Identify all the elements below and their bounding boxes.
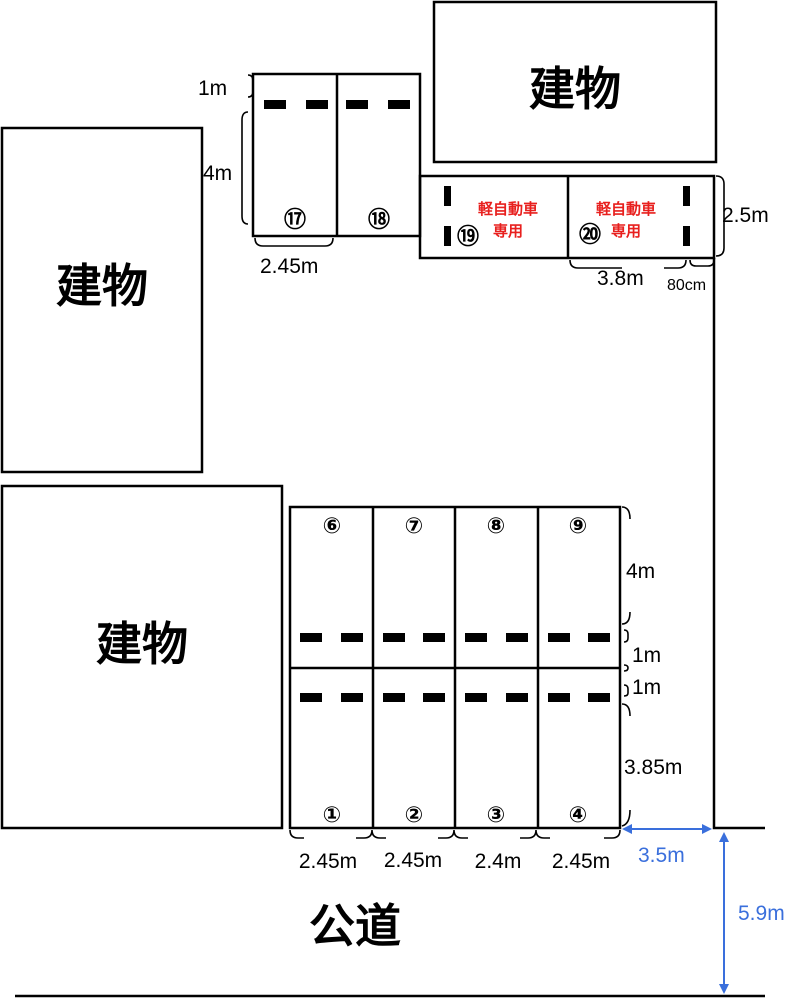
wheel-stop-mark xyxy=(506,633,528,642)
dim-aisle-width: 3.5m xyxy=(638,844,685,867)
wheel-stop-mark xyxy=(465,693,487,702)
space-4: ④ xyxy=(569,803,588,828)
wheel-stop-mark xyxy=(548,693,570,702)
dim-middle-depth: 4m xyxy=(626,560,655,583)
dim-kei-margin: 80cm xyxy=(667,277,706,294)
space-19: ⑲ xyxy=(457,224,479,250)
wheel-stop-mark xyxy=(341,693,363,702)
spaces-kei: 軽自動車 専用 ⑲ 軽自動車 専用 ⑳ xyxy=(418,174,716,260)
wheel-stop-mark xyxy=(588,693,610,702)
wheel-stop-mark xyxy=(300,693,322,702)
wheel-stop-mark xyxy=(383,693,405,702)
boundary-right xyxy=(712,258,765,830)
wheel-stop-mark xyxy=(341,633,363,642)
dim-bottom-gap: 1m xyxy=(632,676,661,699)
dim-middle-gap: 1m xyxy=(632,644,661,667)
dim-bottom-depth: 3.85m xyxy=(624,756,682,779)
space-7: ⑦ xyxy=(405,514,424,539)
dim-width-3: 2.4m xyxy=(475,850,522,873)
kei-label-19-line1: 軽自動車 xyxy=(478,200,538,218)
wheel-stop-mark xyxy=(548,633,570,642)
dim-width-4: 2.45m xyxy=(552,850,610,873)
space-17: ⑰ xyxy=(284,207,306,233)
space-8: ⑧ xyxy=(487,514,506,539)
dim-width-2: 2.45m xyxy=(384,849,442,872)
space-1: ① xyxy=(323,803,342,828)
dim-kei-height: 2.5m xyxy=(722,204,769,227)
dim-upper-depth: 4m xyxy=(203,162,232,185)
road-label: 公道 xyxy=(309,899,401,953)
wheel-stop-mark xyxy=(300,633,322,642)
road-width-arrow xyxy=(719,832,729,994)
dim-kei-length: 3.8m xyxy=(597,267,644,290)
dim-road-width: 5.9m xyxy=(738,902,785,925)
kei-label-20-line2: 専用 xyxy=(611,222,641,240)
building-left-upper-label: 建物 xyxy=(56,259,148,313)
spaces-upper-left: ⑰ ⑱ xyxy=(251,72,422,238)
kei-label-20-line1: 軽自動車 xyxy=(596,200,656,218)
space-2: ② xyxy=(405,803,424,828)
wheel-stop-mark xyxy=(383,633,405,642)
building-left-lower: 建物 xyxy=(0,484,284,830)
wheel-stop-mark xyxy=(465,633,487,642)
space-6: ⑥ xyxy=(323,514,342,539)
spaces-lower-block: ⑥ ⑦ ⑧ ⑨ ① ② ③ ④ xyxy=(288,505,622,830)
space-9: ⑨ xyxy=(569,514,588,539)
dim-upper-width: 2.45m xyxy=(260,255,318,278)
space-3: ③ xyxy=(487,803,506,828)
dim-width-1: 2.45m xyxy=(299,850,357,873)
building-left-upper: 建物 xyxy=(0,126,204,474)
wheel-stop-mark xyxy=(588,633,610,642)
kei-label-19-line2: 専用 xyxy=(493,222,523,240)
wheel-stop-mark xyxy=(506,693,528,702)
aisle-width-arrow xyxy=(622,824,712,834)
space-18: ⑱ xyxy=(368,207,390,233)
wheel-stop-mark xyxy=(423,693,445,702)
dim-upper-gap: 1m xyxy=(198,77,227,100)
building-top: 建物 xyxy=(432,0,718,164)
building-left-lower-label: 建物 xyxy=(96,617,188,671)
space-20: ⑳ xyxy=(579,222,601,248)
building-top-label: 建物 xyxy=(529,62,621,116)
wheel-stop-mark xyxy=(423,633,445,642)
